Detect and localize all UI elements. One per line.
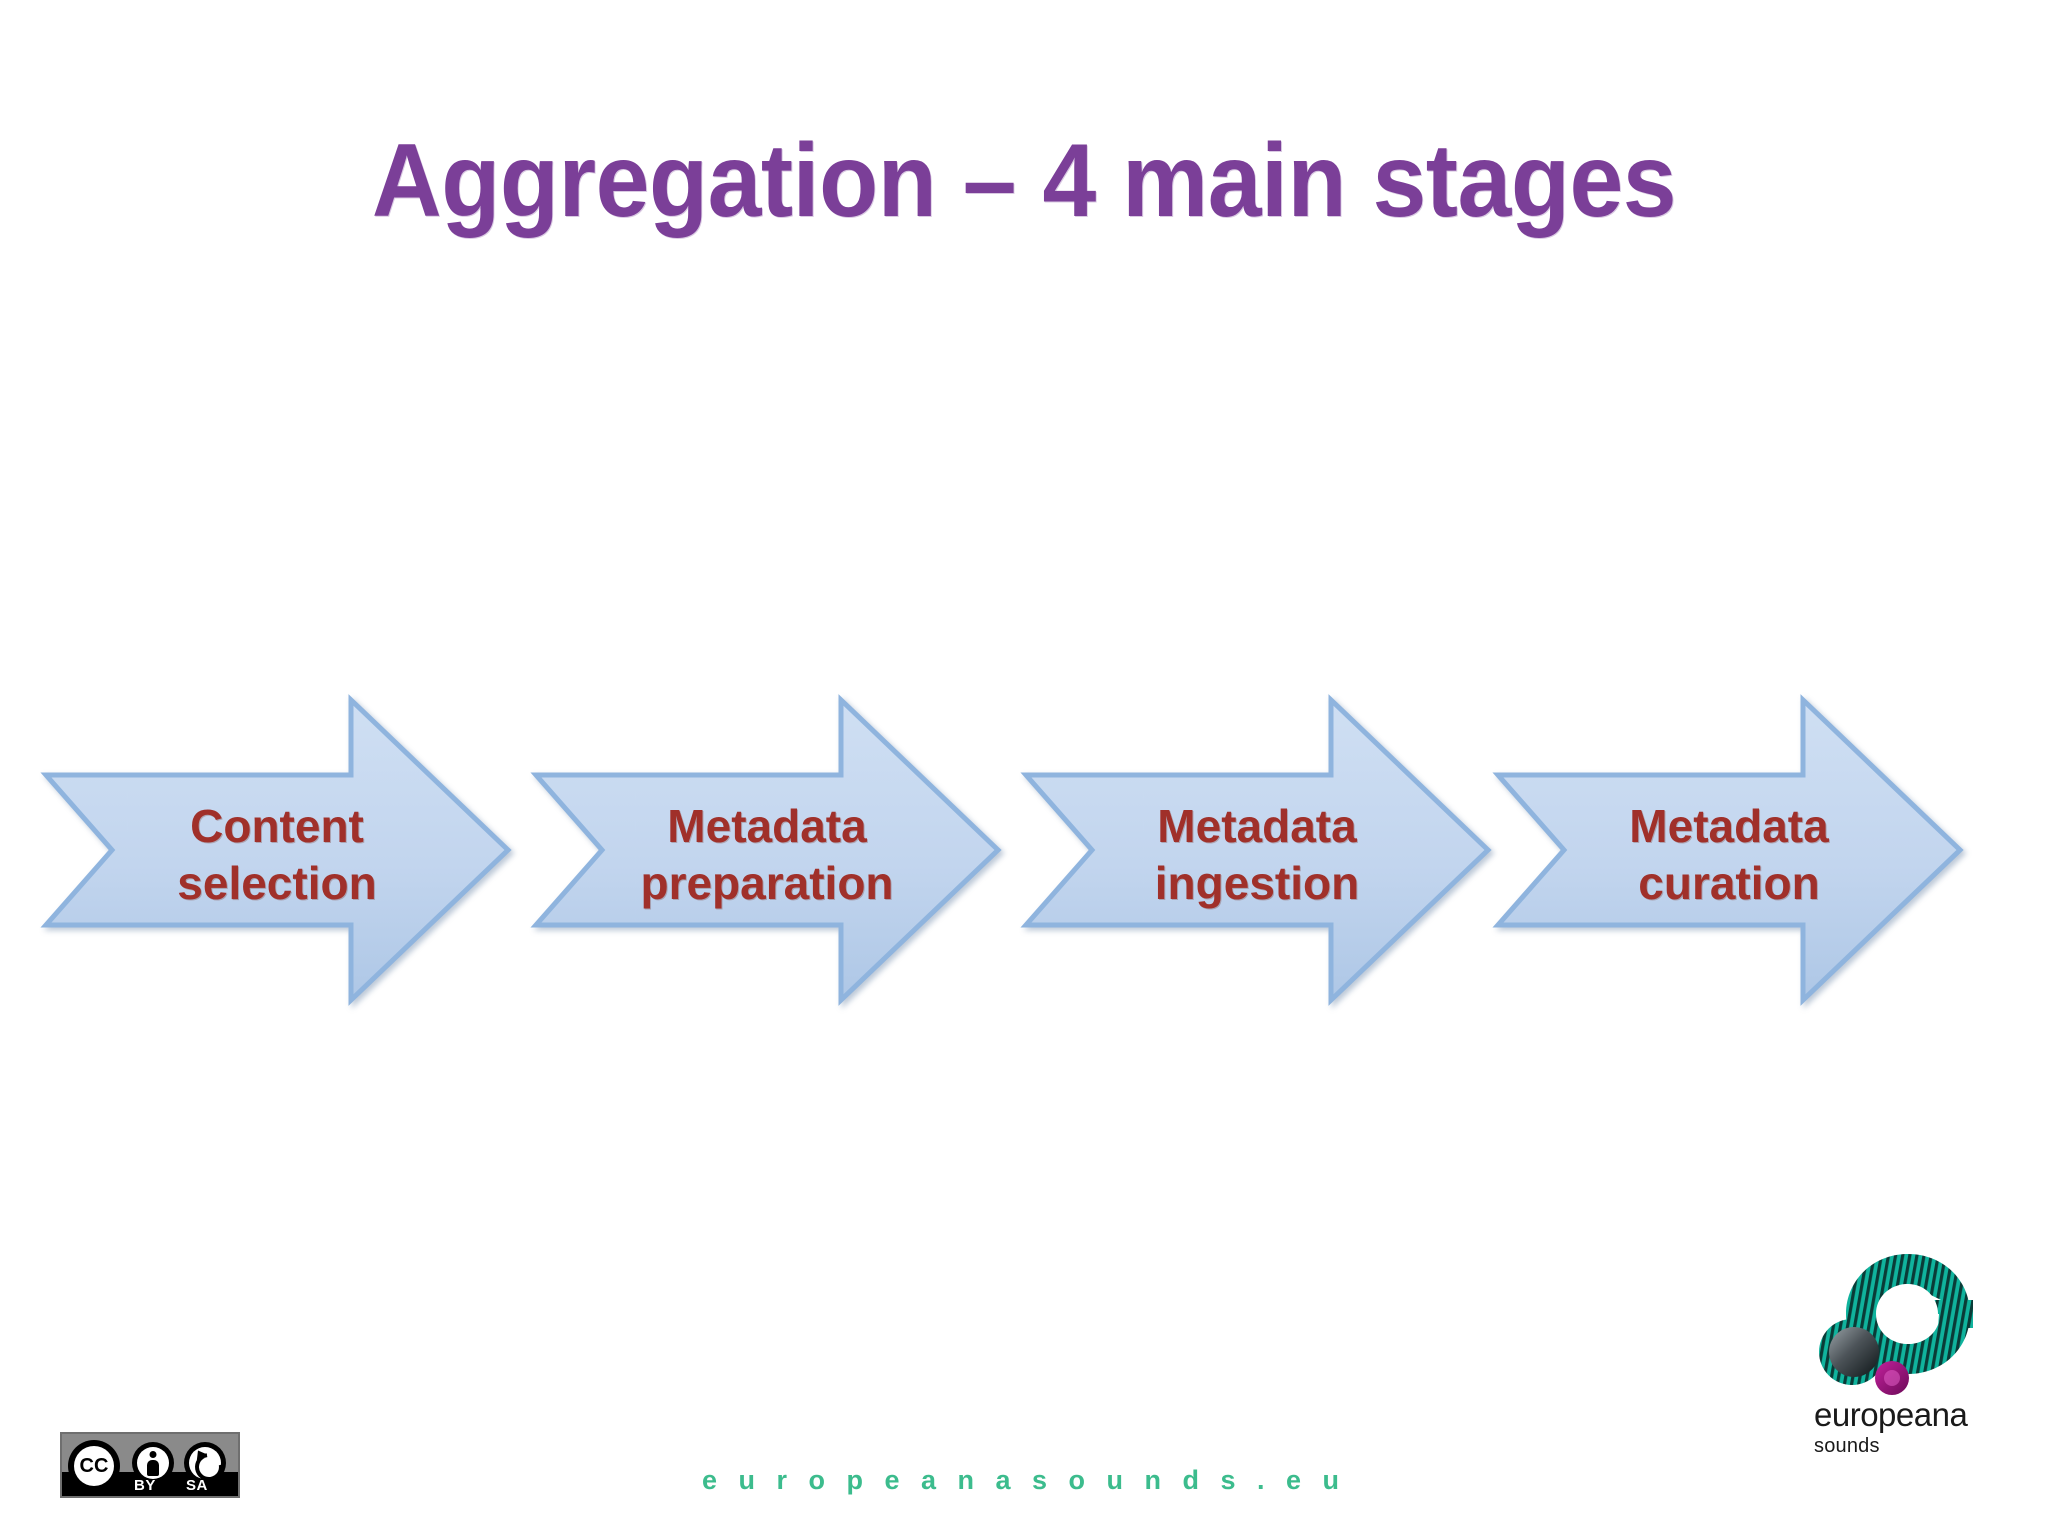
cc-sa-label: SA	[186, 1477, 208, 1494]
europeana-e-icon	[1819, 1254, 1973, 1395]
page-title: Aggregation – 4 main stages	[371, 123, 1677, 239]
process-arrow-4[interactable]	[1492, 694, 1964, 1006]
footer-website-url[interactable]: e u r o p e a n a s o u n d s . e u	[701, 1465, 1347, 1495]
process-arrow-2[interactable]	[530, 694, 1002, 1006]
process-flow-diagram: Content selection Metadata preparation M…	[0, 694, 2048, 1006]
process-arrow-1[interactable]	[40, 694, 512, 1006]
attribution-person-icon	[132, 1442, 174, 1484]
creative-commons-by-sa-badge[interactable]: CC BY SA	[60, 1432, 240, 1498]
logo-wordmark: europeana sounds	[1814, 1398, 1990, 1458]
europeana-sounds-logo[interactable]: europeana sounds	[1810, 1248, 1990, 1458]
creative-commons-icon: CC	[68, 1440, 120, 1492]
logo-line-sounds: sounds	[1814, 1435, 1880, 1457]
process-arrow-3[interactable]	[1020, 694, 1492, 1006]
cc-mark-label: CC	[74, 1446, 114, 1486]
share-alike-icon	[184, 1442, 226, 1484]
cc-by-label: BY	[134, 1477, 156, 1494]
logo-line-europeana: europeana	[1814, 1396, 1968, 1433]
